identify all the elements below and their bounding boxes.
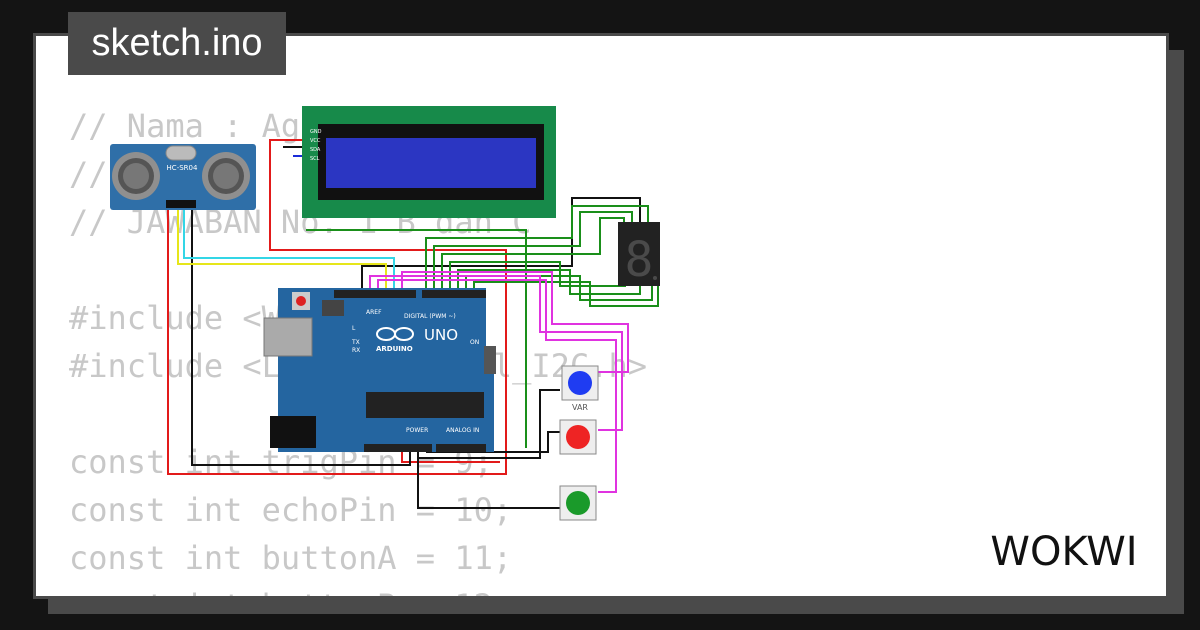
wire-yellow-echo: [177, 210, 387, 296]
analog-label: ANALOG IN: [446, 427, 479, 434]
wokwi-logo: WOKWI: [990, 529, 1137, 575]
wokwi-logo-text: WOKWI: [990, 529, 1137, 575]
wires: [167, 139, 659, 509]
board-name: UNO: [424, 326, 458, 344]
sensor-label: HC-SR04: [167, 164, 198, 172]
wire-red-5v: [401, 448, 500, 463]
file-tab[interactable]: sketch.ino: [68, 12, 286, 75]
on-label: ON: [470, 339, 479, 346]
led-label-l: L: [352, 325, 356, 332]
lcd-pin-scl: SCL: [310, 156, 320, 162]
wire-green-seg-a: [425, 205, 649, 296]
wire-green-scl: [306, 229, 527, 448]
led-label-rx: RX: [352, 347, 360, 354]
wire-magenta-2: [377, 279, 617, 493]
aref-label: AREF: [366, 309, 382, 316]
wire-green-seg-d: [449, 261, 626, 296]
arduino-uno-board[interactable]: AREF DIGITAL (PWM ~) UNO ARDUINO L TX RX…: [263, 288, 496, 452]
seven-segment-digit: 8: [625, 232, 654, 288]
wire-magenta-1: [369, 275, 623, 431]
code-line: //: [69, 155, 127, 193]
wire-black-btn-green: [417, 448, 560, 509]
board-brand: ARDUINO: [376, 345, 413, 353]
ultrasonic-sensor[interactable]: HC-SR04: [110, 144, 256, 210]
push-button-green[interactable]: [559, 485, 597, 521]
lcd-pin-gnd: GND: [310, 129, 322, 135]
wire-green-seg-c: [441, 217, 625, 296]
wire-red-vcc: [167, 139, 507, 475]
code-editor: // Nama : Ag// // JAWABAN No. 1 B dan C#…: [69, 102, 647, 596]
push-button-blue[interactable]: VAR: [561, 365, 599, 412]
lcd-pin-vcc: VCC: [310, 138, 321, 144]
lcd-display[interactable]: GND VCC SDA SCL: [302, 106, 556, 218]
wire-green-seg-b: [433, 211, 633, 296]
power-label: POWER: [406, 427, 428, 434]
led-label-tx: TX: [351, 339, 360, 346]
seven-segment-display[interactable]: 8: [618, 222, 660, 288]
preview-card[interactable]: // Nama : Ag// // JAWABAN No. 1 B dan C#…: [33, 33, 1169, 599]
code-line: const int echoPin = 10;: [69, 491, 513, 529]
button-label-var: VAR: [572, 403, 588, 412]
digital-label: DIGITAL (PWM ~): [404, 313, 456, 320]
code-line: const int buttonA = 11;: [69, 539, 513, 577]
wire-black-gnd: [191, 210, 411, 466]
wire-green-seg-g: [473, 222, 659, 307]
code-line: // Nama : Ag: [69, 107, 301, 145]
lcd-pin-sda: SDA: [310, 147, 321, 153]
wire-black-btn-blue: [418, 389, 560, 459]
code-line: const int buttonB = 12;: [69, 582, 647, 596]
wire-magenta-3: [401, 271, 629, 373]
push-button-red[interactable]: [559, 419, 597, 455]
